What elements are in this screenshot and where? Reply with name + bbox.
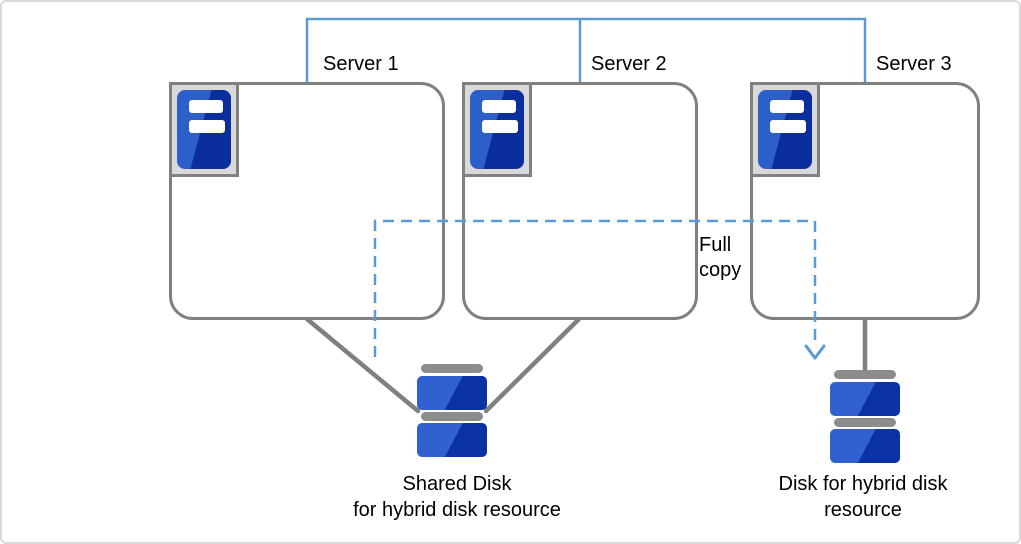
server-tower-face: [470, 90, 524, 169]
server-2-label: Server 2: [591, 53, 667, 75]
disk-stack-icon: [830, 370, 900, 463]
server-tower-face: [758, 90, 812, 169]
disk-platter: [421, 364, 483, 373]
server-drive-slot: [482, 100, 516, 113]
disk-stack-icon: [417, 364, 487, 457]
disk-platter: [421, 412, 483, 421]
disk-body: [830, 429, 900, 463]
disk-body: [830, 382, 900, 416]
server1-shared-disk-connector: [304, 316, 421, 414]
down-arrow-icon: [804, 344, 826, 360]
disk-platter: [834, 370, 896, 379]
server-drive-slot: [770, 100, 804, 113]
disk-body: [417, 423, 487, 457]
disk-body: [417, 376, 487, 410]
server-drive-slot: [189, 120, 225, 133]
server-tower-icon: [169, 82, 239, 177]
server-tower-face: [177, 90, 231, 169]
server-tower-icon: [750, 82, 820, 177]
shared-disk-caption: Shared Disk for hybrid disk resource: [353, 473, 561, 521]
full-copy-annotation: Full copy: [699, 234, 742, 281]
hybrid-disk-caption: Disk for hybrid disk resource: [778, 473, 948, 521]
server-drive-slot: [482, 120, 518, 133]
server-tower-icon: [462, 82, 532, 177]
server2-shared-disk-connector: [483, 316, 582, 414]
server-drive-slot: [770, 120, 806, 133]
disk-platter: [834, 418, 896, 427]
server-1-label: Server 1: [323, 53, 399, 75]
server-drive-slot: [189, 100, 223, 113]
server-3-label: Server 3: [876, 53, 952, 75]
